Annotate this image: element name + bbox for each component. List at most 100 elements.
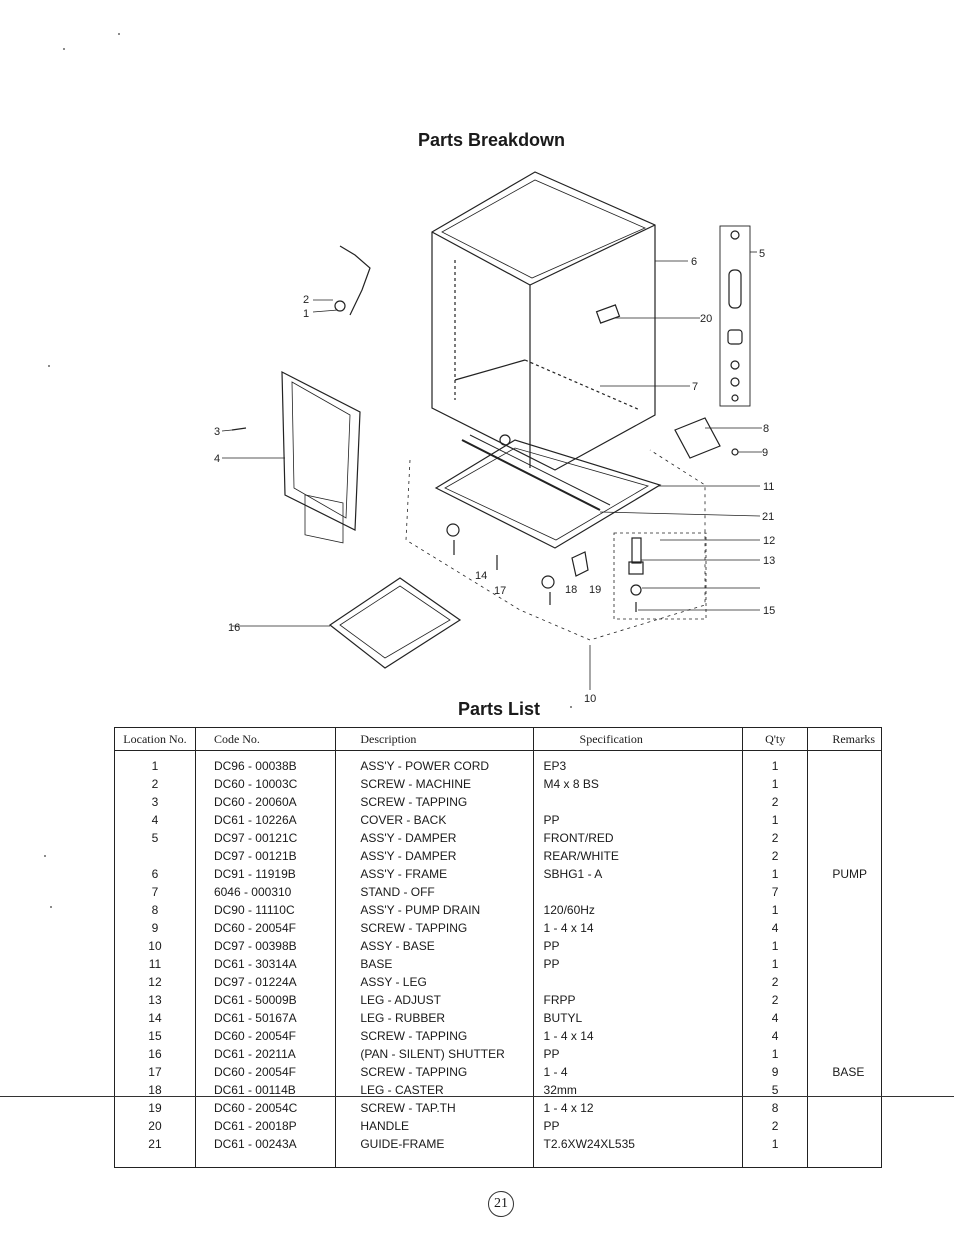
- cell-specification: FRONT/RED: [532, 829, 743, 847]
- callout-6: 6: [691, 256, 697, 268]
- power-cord-drawing: [334, 245, 371, 316]
- header-location: Location No.: [114, 727, 196, 751]
- cell-qty: 2: [741, 829, 809, 847]
- cell-description: (PAN - SILENT) SHUTTER: [335, 1045, 534, 1063]
- cell-specification: PP: [532, 811, 743, 829]
- cell-remarks: [807, 955, 882, 973]
- cell-code: DC97 - 00121C: [194, 829, 337, 847]
- cell-specification: 1 - 4: [532, 1063, 743, 1081]
- cell-qty: 2: [741, 1117, 809, 1135]
- frame-assembly-drawing: [431, 171, 656, 471]
- cell-location: 16: [114, 1045, 196, 1063]
- cell-remarks: [807, 1081, 882, 1099]
- cell-code: DC61 - 10226A: [194, 811, 337, 829]
- cell-location: 7: [114, 883, 196, 901]
- scan-speck: [570, 706, 572, 708]
- scan-speck: [50, 906, 52, 908]
- cell-qty: 8: [741, 1099, 809, 1117]
- callout-20: 20: [700, 313, 712, 325]
- cell-description: STAND - OFF: [335, 883, 534, 901]
- cell-specification: 120/60Hz: [532, 901, 743, 919]
- cell-remarks: [807, 1117, 882, 1135]
- callout-7: 7: [692, 381, 698, 393]
- cell-code: DC61 - 50167A: [194, 1009, 337, 1027]
- callout-2: 2: [303, 294, 309, 306]
- callout-17: 17: [494, 585, 506, 597]
- cell-remarks: [807, 919, 882, 937]
- cell-description: SCREW - MACHINE: [335, 775, 534, 793]
- cell-code: DC60 - 20054F: [194, 919, 337, 937]
- cell-specification: 32mm: [532, 1081, 743, 1099]
- cell-description: ASS'Y - DAMPER: [335, 829, 534, 847]
- cell-location: 12: [114, 973, 196, 991]
- cell-description: SCREW - TAPPING: [335, 1027, 534, 1045]
- cell-remarks: [807, 883, 882, 901]
- callout-1: 1: [303, 308, 309, 320]
- cell-code: DC61 - 20018P: [194, 1117, 337, 1135]
- cell-location: 19: [114, 1099, 196, 1117]
- cell-location: 8: [114, 901, 196, 919]
- cell-description: HANDLE: [335, 1117, 534, 1135]
- cell-remarks: [807, 829, 882, 847]
- table-header-row: Location No. Code No. Description Specif…: [114, 727, 882, 751]
- cell-remarks: [807, 750, 882, 775]
- cell-code: DC91 - 11919B: [194, 865, 337, 883]
- cell-remarks: [807, 847, 882, 865]
- callout-8: 8: [763, 423, 769, 435]
- cell-description: SCREW - TAPPING: [335, 919, 534, 937]
- cell-code: 6046 - 000310: [194, 883, 337, 901]
- cell-code: DC96 - 00038B: [194, 750, 337, 775]
- cell-location: 4: [114, 811, 196, 829]
- cell-remarks: [807, 991, 882, 1009]
- cell-qty: 2: [741, 973, 809, 991]
- horizontal-rule: [0, 1096, 954, 1097]
- cell-qty: 1: [741, 775, 809, 793]
- cell-code: DC97 - 01224A: [194, 973, 337, 991]
- cell-qty: 1: [741, 811, 809, 829]
- cell-location: 21: [114, 1135, 196, 1168]
- cell-description: GUIDE-FRAME: [335, 1135, 534, 1168]
- cell-specification: [532, 973, 743, 991]
- cell-description: SCREW - TAPPING: [335, 1063, 534, 1081]
- cell-location: 14: [114, 1009, 196, 1027]
- header-qty: Q'ty: [741, 727, 809, 751]
- cell-location: 5: [114, 829, 196, 847]
- cell-code: DC97 - 00398B: [194, 937, 337, 955]
- cell-specification: PP: [532, 1045, 743, 1063]
- cell-qty: 1: [741, 1135, 809, 1168]
- cell-description: SCREW - TAPPING: [335, 793, 534, 811]
- parts-list-table: Location No. Code No. Description Specif…: [114, 727, 882, 1168]
- cell-qty: 7: [741, 883, 809, 901]
- cell-description: ASSY - BASE: [335, 937, 534, 955]
- cell-qty: 1: [741, 1045, 809, 1063]
- cell-location: 10: [114, 937, 196, 955]
- cell-specification: FRPP: [532, 991, 743, 1009]
- cell-location: 18: [114, 1081, 196, 1099]
- parts-breakdown-title: Parts Breakdown: [418, 130, 566, 150]
- cell-description: ASS'Y - DAMPER: [335, 847, 534, 865]
- cell-remarks: [807, 1135, 882, 1168]
- cell-location: 15: [114, 1027, 196, 1045]
- cell-qty: 1: [741, 937, 809, 955]
- cell-qty: 2: [741, 793, 809, 811]
- cell-location: 9: [114, 919, 196, 937]
- cell-description: ASS'Y - FRAME: [335, 865, 534, 883]
- cell-remarks: [807, 973, 882, 991]
- cell-specification: REAR/WHITE: [532, 847, 743, 865]
- cell-location: 17: [114, 1063, 196, 1081]
- leg-assembly-drawing: [613, 532, 707, 620]
- cell-remarks: [807, 1045, 882, 1063]
- cell-specification: BUTYL: [532, 1009, 743, 1027]
- cell-qty: 4: [741, 1027, 809, 1045]
- callout-11: 11: [763, 481, 774, 493]
- header-remarks: Remarks: [807, 727, 882, 751]
- cell-specification: 1 - 4 x 14: [532, 919, 743, 937]
